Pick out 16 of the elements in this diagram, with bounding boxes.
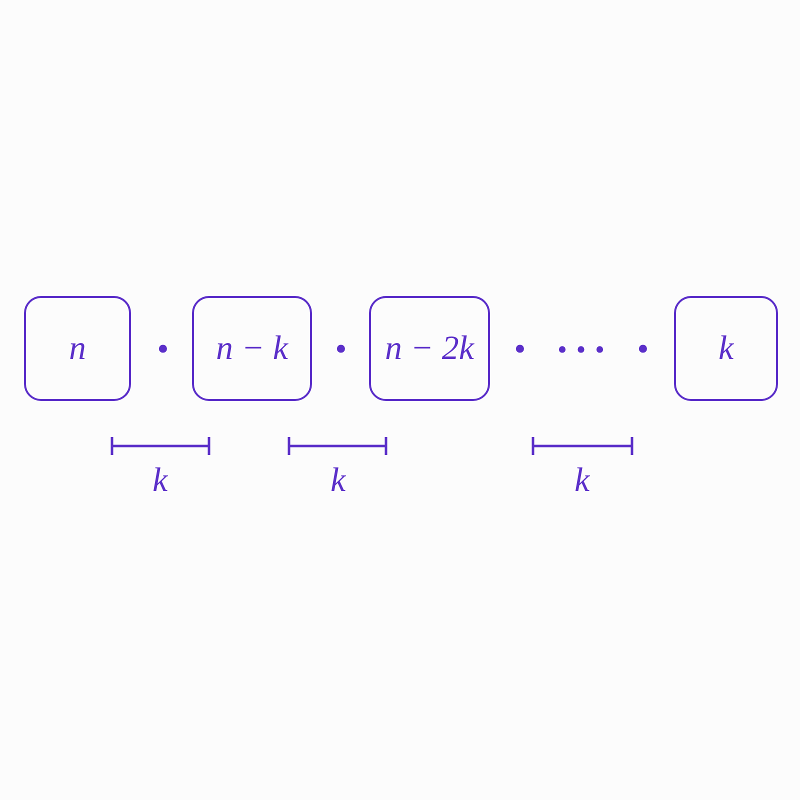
math-expression: n: [69, 332, 86, 366]
multiplication-dot: •: [157, 343, 169, 357]
rounded-box: [674, 296, 778, 401]
rounded-box: [192, 296, 312, 401]
rounded-box: [24, 296, 131, 401]
math-expression: n − 2k: [384, 332, 474, 366]
math-expression: k: [718, 332, 734, 366]
multiplication-dot: •: [335, 343, 347, 357]
dimension-label: k: [574, 464, 590, 498]
dimension-label: k: [330, 464, 346, 498]
multiplication-dot: •: [514, 343, 526, 357]
dimension-label: k: [152, 464, 168, 498]
multiplication-dot: •: [637, 343, 649, 357]
rounded-box: [369, 296, 490, 401]
ellipsis: …: [553, 346, 609, 354]
math-expression: n − k: [216, 332, 288, 366]
